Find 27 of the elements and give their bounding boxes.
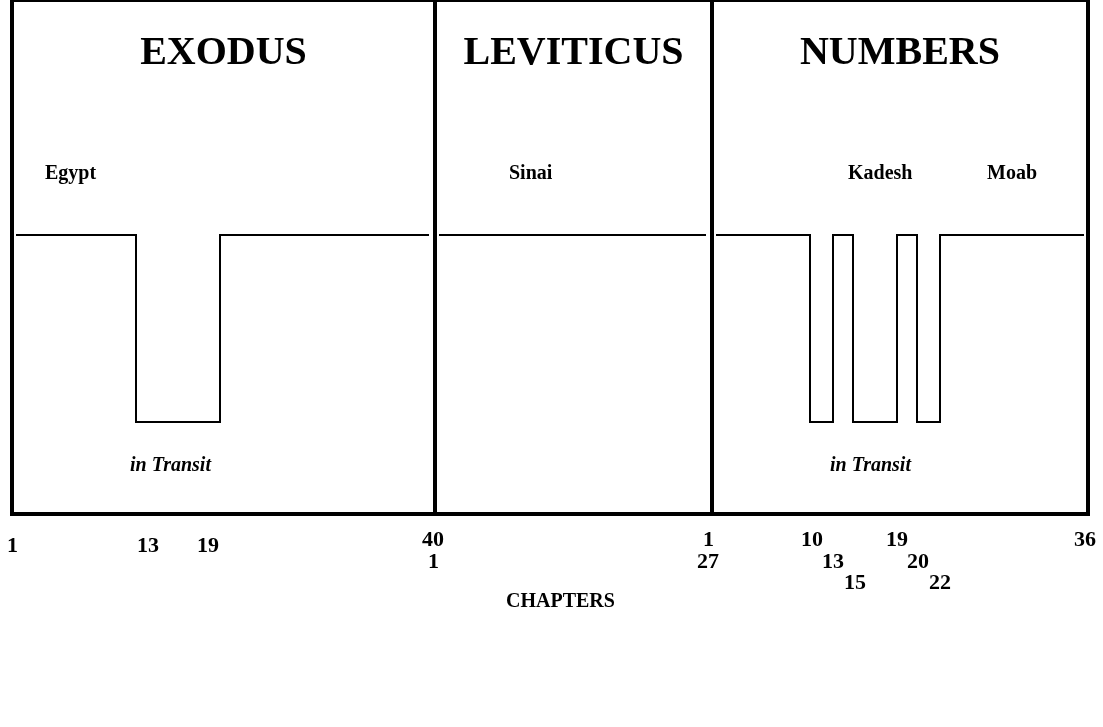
transit-label: in Transit: [130, 454, 211, 474]
chapter-number: 19: [886, 528, 908, 550]
chapter-number: 20: [907, 550, 929, 572]
chapter-number: 1: [7, 534, 18, 556]
chapter-number: 10: [801, 528, 823, 550]
chapter-number: 13: [137, 534, 159, 556]
book-title: LEVITICUS: [462, 28, 685, 74]
chapter-number: 40: [422, 528, 444, 550]
axis-title: CHAPTERS: [506, 590, 615, 610]
place-label: Egypt: [45, 162, 97, 182]
book-title: NUMBERS: [799, 28, 1001, 74]
place-label: Moab: [987, 162, 1037, 182]
chapter-number: 22: [929, 571, 951, 593]
transit-label: in Transit: [830, 454, 911, 474]
book-panel: [433, 0, 710, 516]
place-label: Sinai: [509, 162, 553, 182]
place-label: Kadesh: [848, 162, 913, 182]
book-title: EXODUS: [139, 28, 308, 74]
chapter-number: 36: [1074, 528, 1096, 550]
book-panel: [10, 0, 433, 516]
chapter-number: 27: [697, 550, 719, 572]
chapter-number: 1: [428, 550, 439, 572]
book-panel: [710, 0, 1090, 516]
chapter-number: 13: [822, 550, 844, 572]
chapter-number: 15: [844, 571, 866, 593]
chapter-number: 1: [703, 528, 714, 550]
chapter-number: 19: [197, 534, 219, 556]
